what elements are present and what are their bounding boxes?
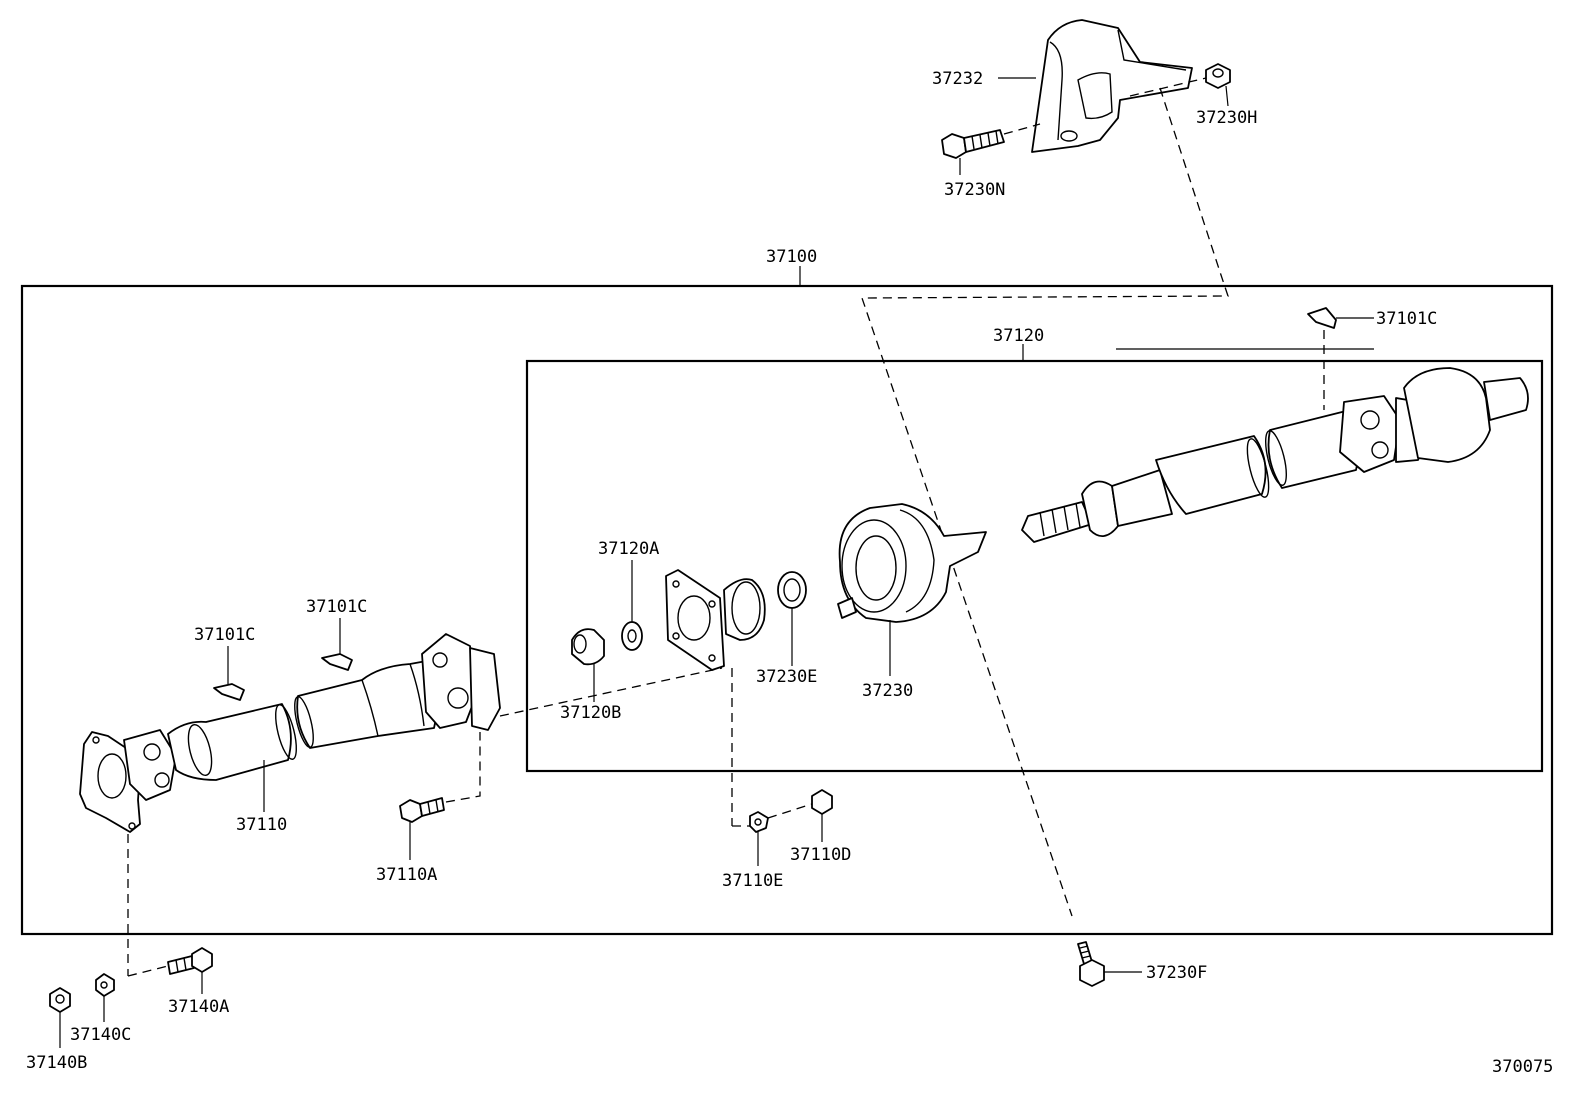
assembly-37120-frame (525, 359, 1544, 773)
label-37230: 37230 (862, 681, 913, 701)
clip-37101C-front-1 (213, 683, 245, 701)
nut-37110D (811, 789, 833, 815)
label-37110: 37110 (236, 815, 287, 835)
label-37100: 37100 (766, 247, 817, 267)
flange-plate (665, 569, 725, 671)
label-37230E: 37230E (756, 667, 817, 687)
bolt-37230F (1077, 941, 1105, 987)
bolt-37110A (399, 797, 445, 823)
label-37140A: 37140A (168, 997, 229, 1017)
rubber-cushion (723, 578, 766, 641)
label-37101C-rear: 37101C (1376, 309, 1437, 329)
label-37230H: 37230H (1196, 108, 1257, 128)
spacer-37230E (777, 571, 807, 609)
diagram-id: 370075 (1492, 1057, 1553, 1077)
washer-37110E (749, 811, 769, 833)
support-bracket-37232 (1031, 19, 1193, 153)
rear-shaft-37120 (1021, 367, 1529, 543)
clip-37101C-front-2 (321, 653, 353, 671)
flange-nut-37120B (571, 628, 605, 666)
label-37110A: 37110A (376, 865, 437, 885)
label-37101C-front-2: 37101C (306, 597, 367, 617)
clip-37101C-rear (1307, 307, 1337, 329)
nut-37140B (49, 987, 71, 1013)
bracket-nut-37230H (1205, 63, 1231, 89)
washer-37120A (621, 621, 643, 651)
front-shaft-37110 (79, 633, 501, 833)
label-37110D: 37110D (790, 845, 851, 865)
assembly-37100-frame (20, 284, 1554, 936)
label-37140C: 37140C (70, 1025, 131, 1045)
bracket-bolt-37230N (941, 129, 1005, 159)
bolt-37140A (167, 947, 213, 975)
label-37120: 37120 (993, 326, 1044, 346)
label-37120B: 37120B (560, 703, 621, 723)
label-37140B: 37140B (26, 1053, 87, 1073)
label-37230N: 37230N (944, 180, 1005, 200)
label-37230F: 37230F (1146, 963, 1207, 983)
washer-37140C (95, 973, 115, 997)
center-bearing-37230 (837, 503, 987, 623)
label-37120A: 37120A (598, 539, 659, 559)
label-37110E: 37110E (722, 871, 783, 891)
label-37232: 37232 (932, 69, 983, 89)
label-37101C-front-1: 37101C (194, 625, 255, 645)
